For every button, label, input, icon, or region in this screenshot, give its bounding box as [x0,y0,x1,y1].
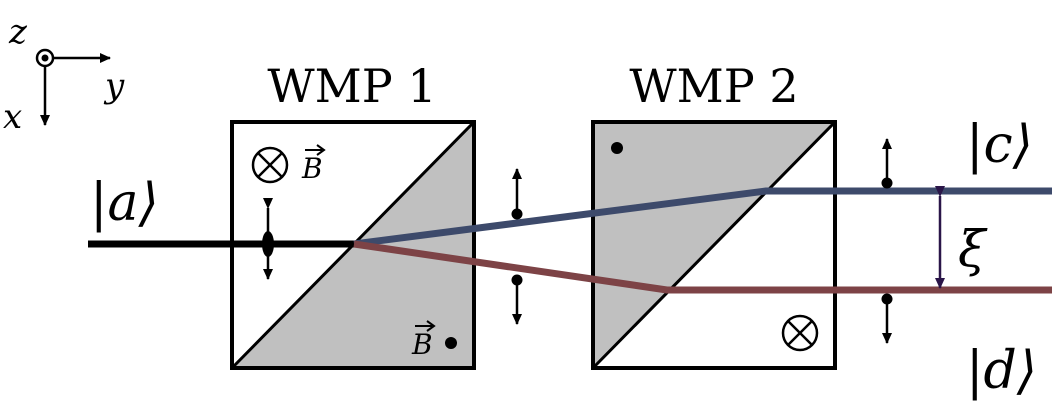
input-state-label: |a⟩ [90,173,159,233]
wmp1-title: WMP 1 [267,59,436,113]
wollaston-prism-2 [591,120,837,370]
y-axis-label: y [103,66,125,106]
coordinate-axes: z y x [3,12,125,137]
input-polarization-double-arrow-icon [262,198,274,280]
lower-state-label: |d⟩ [966,341,1037,401]
x-axis-label: x [3,97,22,137]
upper-beam [353,187,1052,248]
lower-beam [353,240,1052,294]
z-axis-label: z [8,12,28,52]
lower-polarization-output-arrow-icon [881,293,893,344]
svg-text:B: B [301,152,323,185]
b-field-vector-label-top: B [301,144,326,185]
optic-axis-into-page-icon [781,314,819,352]
lower-polarization-mid-arrow-icon [511,274,523,325]
separation-label: ξ [958,220,988,278]
upper-polarization-output-arrow-icon [881,138,893,189]
b-field-vector-label-bottom: B [411,320,436,361]
upper-state-label: |c⟩ [966,115,1033,175]
b-field-into-page-icon [251,146,289,184]
upper-polarization-mid-arrow-icon [511,168,523,220]
b-field-out-of-page-dot-icon [445,337,457,349]
svg-text:B: B [411,328,433,361]
wmp2-title: WMP 2 [629,59,798,113]
optic-axis-out-of-page-dot-icon [611,142,623,154]
